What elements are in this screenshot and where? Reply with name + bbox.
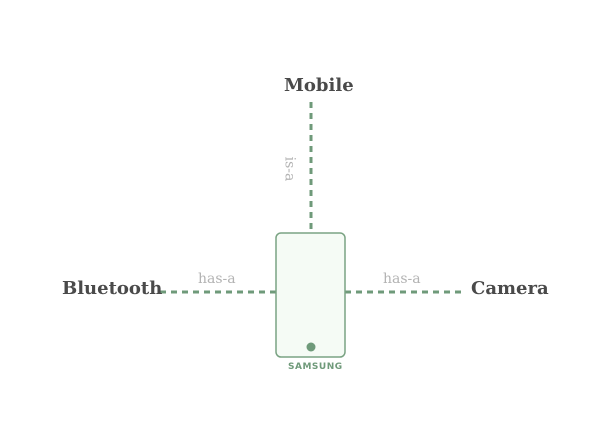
phone-icon [275,232,346,358]
device-brand-label: SAMSUNG [288,362,343,372]
node-camera: Camera [471,278,549,299]
node-bluetooth: Bluetooth [62,278,163,299]
edge-label-is-a: is-a [281,156,298,182]
edge-label-has-a-left: has-a [198,271,236,287]
node-mobile: Mobile [284,75,354,96]
edge-label-has-a-right: has-a [383,271,421,287]
phone-home-button-icon [306,342,316,352]
